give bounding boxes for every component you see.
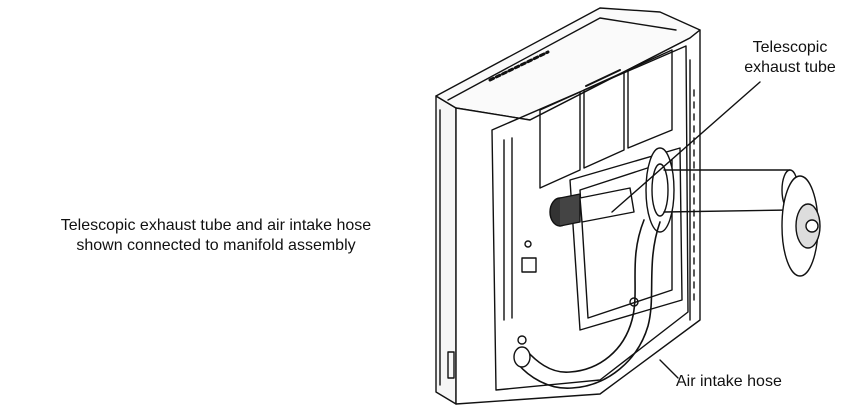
figure-caption: Telescopic exhaust tube and air intake h… (4, 216, 428, 256)
telescopic-exhaust-tube (549, 147, 821, 277)
caption-line-2: shown connected to manifold assembly (76, 237, 356, 254)
air-intake-hose (513, 219, 661, 389)
exhaust-tube-leader-line (611, 81, 761, 213)
exhaust-tube-callout: Telescopic exhaust tube (726, 38, 854, 78)
air-intake-hose-callout: Air intake hose (676, 373, 782, 390)
exhaust-tube-callout-line-2: exhaust tube (744, 59, 836, 76)
caption-line-1: Telescopic exhaust tube and air intake h… (60, 217, 372, 234)
exhaust-tube-callout-line-1: Telescopic (752, 39, 828, 56)
air-intake-leader-line (659, 359, 679, 379)
